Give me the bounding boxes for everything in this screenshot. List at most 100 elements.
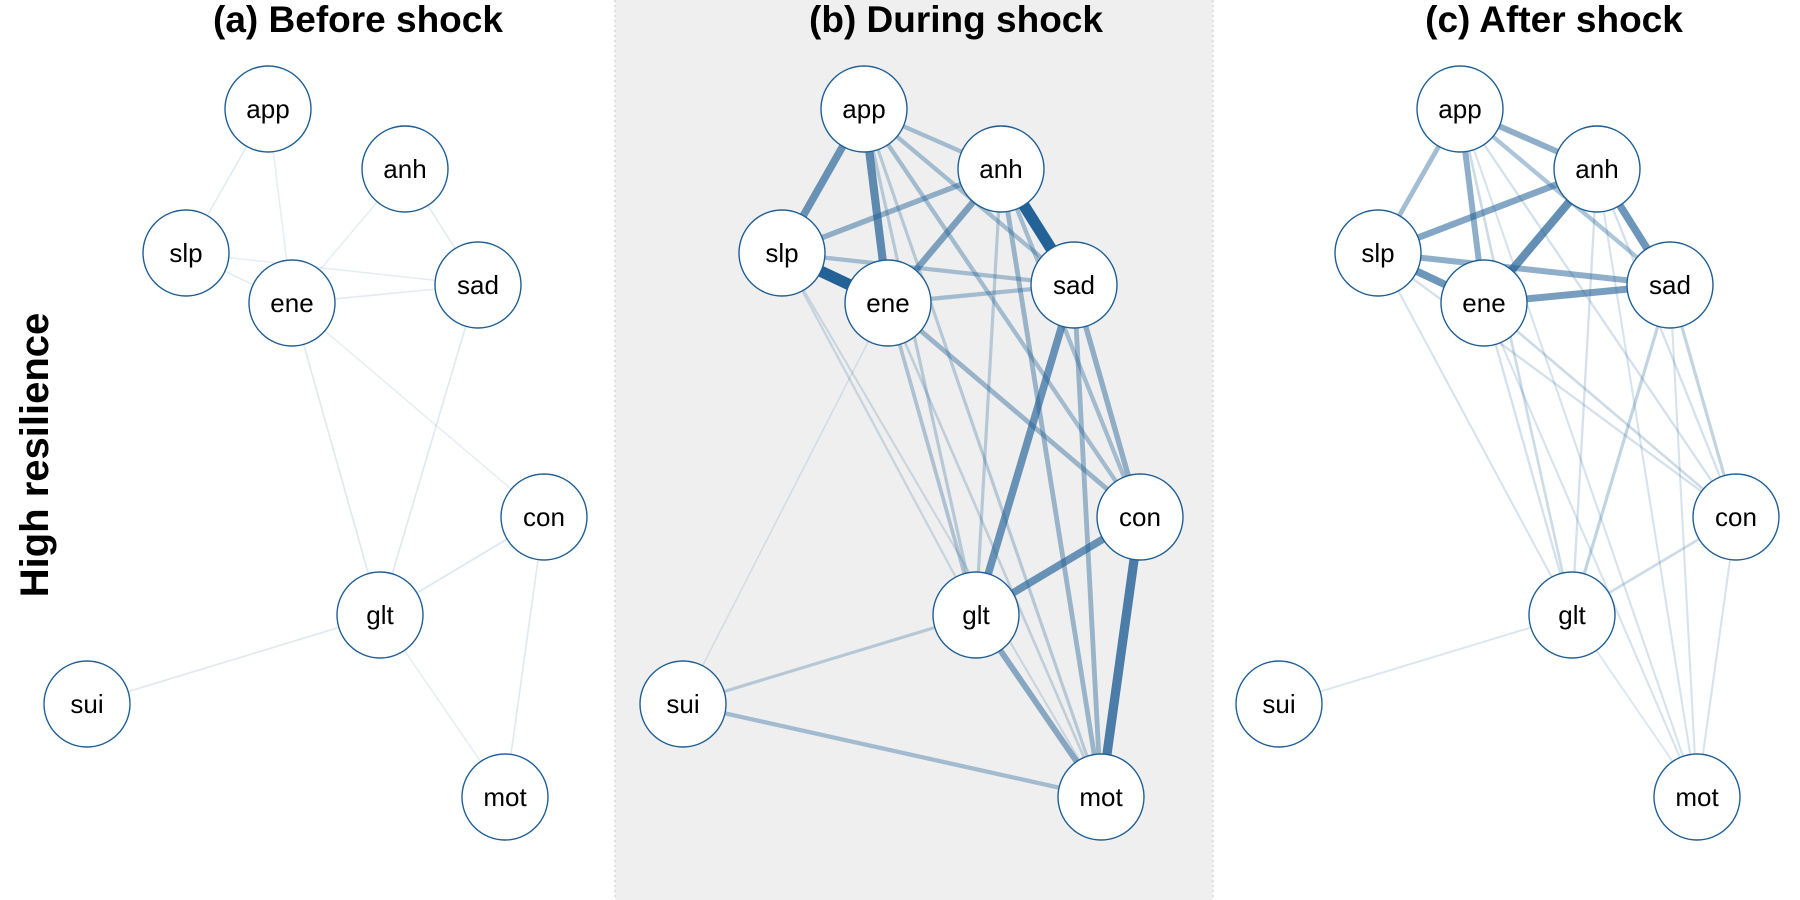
panel-b-edge-sad-mot	[1071, 284, 1104, 798]
panel-a-node-sui	[43, 660, 131, 748]
panel-b-node-ene	[844, 259, 932, 347]
panel-b-node-label-mot: mot	[1079, 782, 1123, 812]
panel-b-edge-sui-ene	[682, 302, 889, 705]
panel-c-edge-ene-mot	[1483, 302, 1698, 798]
panel-a-node-label-ene: ene	[270, 288, 313, 318]
panel-a-node-con	[500, 473, 588, 561]
panel-b-node-glt	[932, 571, 1020, 659]
panel-a-node-label-app: app	[246, 94, 289, 124]
panel-b-node-anh	[957, 125, 1045, 213]
panel-b-edge-ene-glt	[886, 302, 978, 616]
panel-a-node-anh	[361, 125, 449, 213]
panel-c-edge-glt-sui	[1278, 614, 1573, 705]
panel-b-node-label-glt: glt	[962, 600, 990, 630]
panel-b-edge-ene-con	[886, 301, 1142, 519]
panel-c-edge-app-glt	[1458, 108, 1574, 616]
panel-b-node-label-app: app	[842, 94, 885, 124]
panel-c-edge-app-mot	[1459, 108, 1698, 798]
panel-a-edge-slp-sad	[185, 252, 479, 286]
panel-a-node-slp	[142, 209, 230, 297]
panel-b-node-app	[820, 65, 908, 153]
panel-a-node-mot	[461, 753, 549, 841]
panel-b-edge-anh-con	[999, 168, 1142, 518]
panel-b-title: (b) During shock	[809, 0, 1103, 40]
panel-b-node-label-anh: anh	[979, 154, 1022, 184]
panel-a-node-label-con: con	[523, 502, 565, 532]
panel-b-node-label-sui: sui	[666, 689, 699, 719]
panel-b-edge-app-con	[862, 107, 1142, 519]
panel-b-edge-slp-sad	[781, 250, 1075, 288]
panel-c-node-label-con: con	[1715, 502, 1757, 532]
panel-c-edge-anh-glt	[1570, 168, 1599, 616]
panel-b-edge-glt-sui	[682, 613, 977, 706]
panel-c-node-anh	[1553, 125, 1641, 213]
panel-a-edge-ene-glt	[291, 302, 381, 616]
panel-c-edge-slp-con	[1377, 252, 1737, 518]
panel-c-node-mot	[1653, 753, 1741, 841]
panel-c-node-label-sad: sad	[1649, 270, 1691, 300]
panel-b-edge-anh-glt	[974, 168, 1003, 616]
panel-b-background	[615, 0, 1213, 900]
panel-c-node-label-sui: sui	[1262, 689, 1295, 719]
panel-a-node-label-slp: slp	[169, 238, 202, 268]
panel-c-node-label-anh: anh	[1575, 154, 1618, 184]
panel-c-node-label-mot: mot	[1675, 782, 1719, 812]
panel-a-edges	[86, 108, 545, 798]
panel-c-node-label-app: app	[1438, 94, 1481, 124]
panel-b-node-mot	[1057, 753, 1145, 841]
panel-c-node-label-slp: slp	[1361, 238, 1394, 268]
panel-c-edge-anh-con	[1595, 168, 1738, 518]
panel-c-edge-anh-mot	[1595, 168, 1699, 798]
panel-b-node-label-slp: slp	[765, 238, 798, 268]
panel-c-edges	[1278, 106, 1738, 798]
panel-c-node-glt	[1528, 571, 1616, 659]
panel-a-edge-glt-sui	[86, 614, 381, 705]
panel-b-edge-con-mot	[1096, 516, 1145, 798]
panel-b-edge-app-glt	[862, 108, 978, 616]
panel-b-node-label-ene: ene	[866, 288, 909, 318]
panel-c-edge-sad-mot	[1668, 284, 1699, 798]
panel-a-node-label-glt: glt	[366, 600, 394, 630]
panel-a-node-ene	[248, 259, 336, 347]
panel-b-node-sui	[639, 660, 727, 748]
panel-a-node-sad	[434, 241, 522, 329]
panel-b-node-label-con: con	[1119, 502, 1161, 532]
panel-c-edge-app-con	[1459, 108, 1737, 518]
row-label: High resilience	[13, 313, 57, 598]
panel-b-nodes: app anh slp ene sad con glt sui mot	[639, 65, 1184, 841]
panel-a-node-app	[224, 65, 312, 153]
panel-a-edge-sad-glt	[379, 284, 479, 616]
panel-c-edge-ene-glt	[1482, 302, 1574, 616]
panel-b-node-con	[1096, 473, 1184, 561]
panel-a-nodes: app anh slp ene sad con glt sui mot	[43, 65, 588, 841]
panel-b-node-sad	[1030, 241, 1118, 329]
panel-b-node-label-sad: sad	[1053, 270, 1095, 300]
panel-a-node-glt	[336, 571, 424, 659]
panel-c-node-ene	[1440, 259, 1528, 347]
panel-c-node-sui	[1235, 660, 1323, 748]
panel-a-node-label-sui: sui	[70, 689, 103, 719]
panel-a-node-label-anh: anh	[383, 154, 426, 184]
panel-c-node-con	[1692, 473, 1780, 561]
panel-b-edge-sad-glt	[972, 283, 1078, 617]
panel-b-edge-app-mot	[862, 108, 1103, 798]
panel-c-node-app	[1416, 65, 1504, 153]
panel-c-title: (c) After shock	[1425, 0, 1683, 40]
panel-c-edge-sad-glt	[1570, 284, 1672, 616]
panel-b-edge-slp-glt	[780, 252, 978, 616]
panel-a-network: app anh slp ene sad con glt sui mot	[43, 65, 588, 841]
panel-c-node-label-ene: ene	[1462, 288, 1505, 318]
panel-c-node-slp	[1334, 209, 1422, 297]
panel-b-edge-slp-mot	[781, 252, 1102, 798]
panel-b-edge-anh-mot	[998, 168, 1104, 798]
panel-c-node-sad	[1626, 241, 1714, 329]
panel-c-edge-slp-glt	[1377, 252, 1573, 616]
panel-c-edge-ene-con	[1483, 301, 1737, 519]
panel-a-node-label-sad: sad	[457, 270, 499, 300]
panel-c-edge-slp-sad	[1377, 250, 1671, 288]
panel-a-node-label-mot: mot	[483, 782, 527, 812]
panel-c-edge-con-mot	[1695, 516, 1738, 798]
